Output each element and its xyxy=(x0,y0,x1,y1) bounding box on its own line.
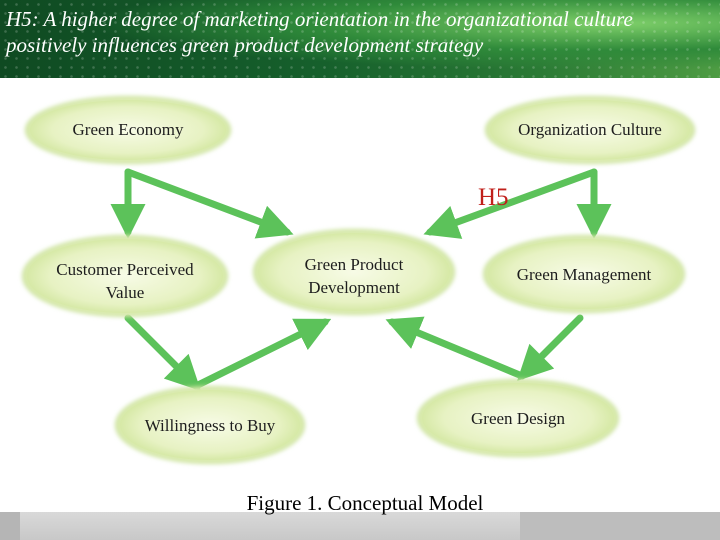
slide-title: H5: A higher degree of marketing orienta… xyxy=(6,7,633,57)
arrow-organization-culture-to-product-development xyxy=(423,168,598,239)
header-texture xyxy=(0,0,720,78)
label-green-economy: Green Economy xyxy=(72,120,184,139)
arrow-green-management-to-green-design xyxy=(517,314,584,381)
label-organization-culture: Organization Culture xyxy=(518,120,662,139)
slide-footer-bar xyxy=(0,512,720,540)
arrow-green-design-to-product-development xyxy=(385,316,526,380)
label-green-product-development: Green Product Development xyxy=(304,255,404,297)
label-green-management: Green Management xyxy=(516,265,652,284)
footer-right-block xyxy=(520,512,720,540)
connector-lines xyxy=(110,168,612,391)
arrow-customer-value-to-willingness xyxy=(124,314,201,391)
label-green-design: Green Design xyxy=(471,409,565,428)
diagram-nodes xyxy=(22,96,695,464)
hypothesis-label: H5 xyxy=(478,184,509,211)
label-customer-perceived-value: Customer Perceived Value xyxy=(56,260,194,302)
footer-left-block xyxy=(0,512,20,540)
arrow-willingness-to-product-development xyxy=(192,318,332,390)
arrow-green-economy-to-product-development xyxy=(124,168,294,239)
slide-header: H5: A higher degree of marketing orienta… xyxy=(0,0,720,78)
label-willingness-to-buy: Willingness to Buy xyxy=(144,416,276,435)
figure-caption: Figure 1. Conceptual Model xyxy=(246,491,484,515)
